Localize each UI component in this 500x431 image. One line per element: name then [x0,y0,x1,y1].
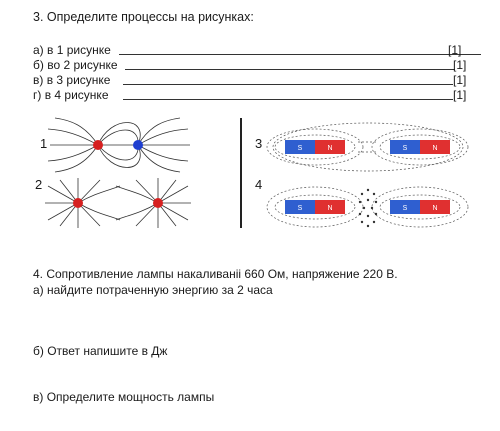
answer-mark-3: [1] [453,73,467,87]
answer-line-2[interactable] [125,69,455,70]
magnet-3-north-pole [315,200,345,214]
magnet-4-n-label: N [432,205,437,212]
positive-charge-right [153,198,163,208]
magnet-4-south-pole [390,200,420,214]
magnet-2-north-pole [420,140,450,154]
task4-part-c: в) Определите мощность лампы [33,390,215,404]
figure-4-number: 4 [255,177,263,192]
magnet-4-s-label: S [403,205,408,212]
answer-line-1[interactable] [119,54,481,55]
magnet-1-s-label: S [298,145,303,152]
figure-1-number: 1 [40,136,48,151]
positive-charge [93,140,103,150]
figure-3-magnets-attract: S N S N [266,122,469,172]
answer-mark-1: [1] [448,43,462,57]
answer-row-1: а) в 1 рисунке [1] [33,43,481,57]
figure-3-number: 3 [255,136,263,151]
answer-row-2: б) во 2 рисунке [1] [33,58,467,72]
answer-label-2: б) во 2 рисунке [33,58,118,72]
task4-title: 4. Сопротивление лампы накаливаніі 660 О… [33,267,398,281]
magnet-3-south-pole [285,200,315,214]
magnet-3-n-label: N [327,205,332,212]
answer-mark-4: [1] [453,88,467,102]
answer-line-3[interactable] [123,84,453,85]
magnet-1-n-label: N [327,145,332,152]
task4-part-a: а) найдите потраченную энергию за 2 часа [33,283,273,297]
negative-charge [133,140,143,150]
magnet-2-n-label: N [432,145,437,152]
answer-label-3: в) в 3 рисунке [33,73,111,87]
task3-title: 3. Определите процессы на рисунках: [33,10,254,24]
figure-4-magnets-repel: S N S N [266,186,469,228]
figure-2-like-charges-field [45,178,191,228]
magnet-3-s-label: S [298,205,303,212]
magnet-2-s-label: S [403,145,408,152]
figure-divider [240,118,242,228]
magnet-4-north-pole [420,200,450,214]
positive-charge-left [73,198,83,208]
answer-label-1: а) в 1 рисунке [33,43,111,57]
magnet-1-north-pole [315,140,345,154]
figure-1-dipole-field [47,117,190,173]
answer-line-4[interactable] [123,99,453,100]
answer-row-3: в) в 3 рисунке [1] [33,73,467,87]
magnet-1-south-pole [285,140,315,154]
answer-label-4: г) в 4 рисунке [33,88,109,102]
figure-2-number: 2 [35,177,43,192]
answer-mark-2: [1] [453,58,467,72]
magnet-2-south-pole [390,140,420,154]
task4-part-b: б) Ответ напишите в Дж [33,344,168,358]
answer-row-4: г) в 4 рисунке [1] [33,88,467,102]
